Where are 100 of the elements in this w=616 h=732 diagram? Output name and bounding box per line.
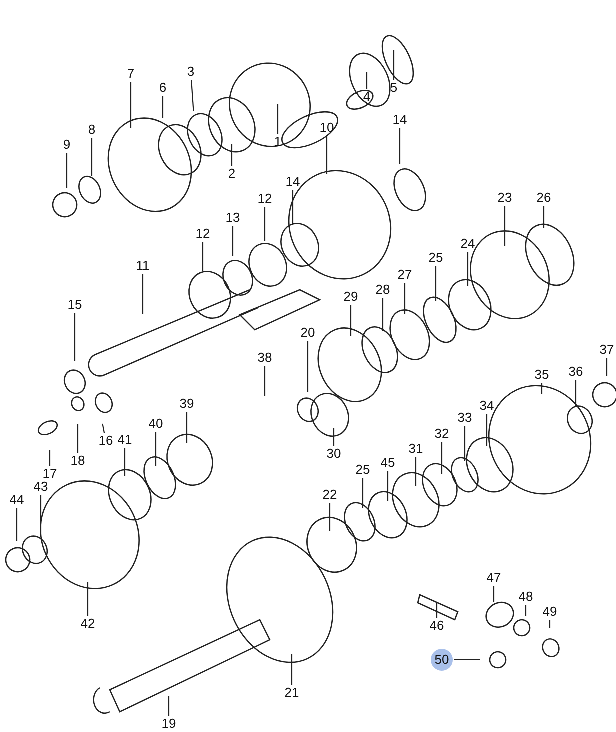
callout-number: 22 <box>322 488 338 502</box>
callout-number: 41 <box>116 433 134 447</box>
callout-number: 20 <box>300 326 316 340</box>
leader-line <box>504 206 506 246</box>
leader-line <box>40 495 42 536</box>
callout-number: 28 <box>374 283 392 297</box>
leader-line <box>77 424 79 453</box>
leader-line <box>543 206 545 228</box>
leader-line <box>124 448 126 476</box>
callout-number: 48 <box>518 590 534 604</box>
leader-line <box>435 266 437 301</box>
leader-line <box>549 620 551 628</box>
callout-number: 15 <box>66 298 84 312</box>
callout-number: 40 <box>148 417 164 431</box>
callout-number: 16 <box>98 434 114 448</box>
callout-number: 49 <box>542 605 558 619</box>
callout-number: 25 <box>354 463 372 477</box>
callout-number: 27 <box>396 268 414 282</box>
leader-line <box>493 586 495 602</box>
leader-line <box>232 226 234 256</box>
leader-line <box>454 659 480 661</box>
leader-line <box>91 138 93 176</box>
leader-line <box>130 82 132 128</box>
leader-line <box>393 50 395 80</box>
callout-number: 24 <box>460 237 476 251</box>
callout-number: 33 <box>456 411 474 425</box>
callout-number: 17 <box>42 467 58 481</box>
callout-number: 32 <box>434 427 450 441</box>
leader-line <box>366 72 368 89</box>
leader-line <box>436 602 438 618</box>
leader-line <box>387 471 389 501</box>
callout-number: 18 <box>70 454 86 468</box>
callout-number: 12 <box>256 192 274 206</box>
callout-number: 19 <box>160 717 178 731</box>
leader-line <box>162 96 164 118</box>
leader-line <box>541 383 543 394</box>
callout-number: 8 <box>87 123 97 137</box>
leader-line <box>350 305 352 336</box>
leader-line <box>326 136 328 174</box>
callout-number: 38 <box>256 351 274 365</box>
leader-line <box>264 366 266 396</box>
leader-line <box>49 450 51 466</box>
leader-line <box>16 508 18 541</box>
leader-line <box>382 298 384 331</box>
callout-number: 23 <box>496 191 514 205</box>
leader-line <box>362 478 364 508</box>
leader-line <box>155 432 157 466</box>
leader-line <box>404 283 406 314</box>
callout-number: 1 <box>273 135 283 149</box>
leader-line <box>307 341 309 392</box>
leader-line <box>291 654 293 685</box>
leader-line <box>231 144 233 166</box>
callout-number: 37 <box>598 343 616 357</box>
callout-number: 45 <box>380 456 396 470</box>
callout-number: 31 <box>408 442 424 456</box>
leader-line <box>191 80 194 112</box>
callout-number: 12 <box>194 227 212 241</box>
callout-number: 7 <box>126 67 136 81</box>
leader-line <box>202 242 204 271</box>
leader-line <box>74 313 76 361</box>
leader-line <box>333 428 335 446</box>
leader-line <box>102 424 106 434</box>
callout-number: 36 <box>568 365 584 379</box>
leader-line <box>186 412 188 443</box>
callout-number: 14 <box>284 175 302 189</box>
callout-number: 21 <box>284 686 300 700</box>
callout-number: 25 <box>428 251 444 265</box>
leader-line <box>277 104 279 134</box>
callout-number: 2 <box>227 167 237 181</box>
callout-number: 10 <box>318 121 336 135</box>
callout-number: 9 <box>62 138 72 152</box>
leader-line <box>575 380 577 406</box>
callout-number: 30 <box>326 447 342 461</box>
leader-line <box>415 457 417 486</box>
callout-number: 13 <box>224 211 242 225</box>
callout-number: 50 <box>431 649 453 671</box>
callout-number: 43 <box>32 480 50 494</box>
callout-number: 42 <box>80 617 96 631</box>
leader-line <box>464 426 466 461</box>
leader-line <box>441 442 443 474</box>
callout-number: 5 <box>389 81 399 95</box>
callout-number: 29 <box>342 290 360 304</box>
leader-line <box>142 274 144 314</box>
callout-number: 35 <box>534 368 550 382</box>
leader-line <box>168 696 170 716</box>
callout-number: 46 <box>428 619 446 633</box>
callout-number: 3 <box>186 65 196 79</box>
callout-number: 26 <box>536 191 552 205</box>
leader-line <box>292 190 294 224</box>
leader-line <box>486 414 488 446</box>
leader-line <box>399 128 401 164</box>
callout-number: 11 <box>135 259 151 273</box>
leader-line <box>264 207 266 241</box>
leader-line <box>66 153 68 188</box>
callout-number: 47 <box>486 571 502 585</box>
callout-number: 34 <box>478 399 496 413</box>
callout-number: 14 <box>392 113 408 127</box>
leader-line <box>87 582 89 616</box>
leader-line <box>525 605 527 616</box>
callout-number: 39 <box>178 397 196 411</box>
